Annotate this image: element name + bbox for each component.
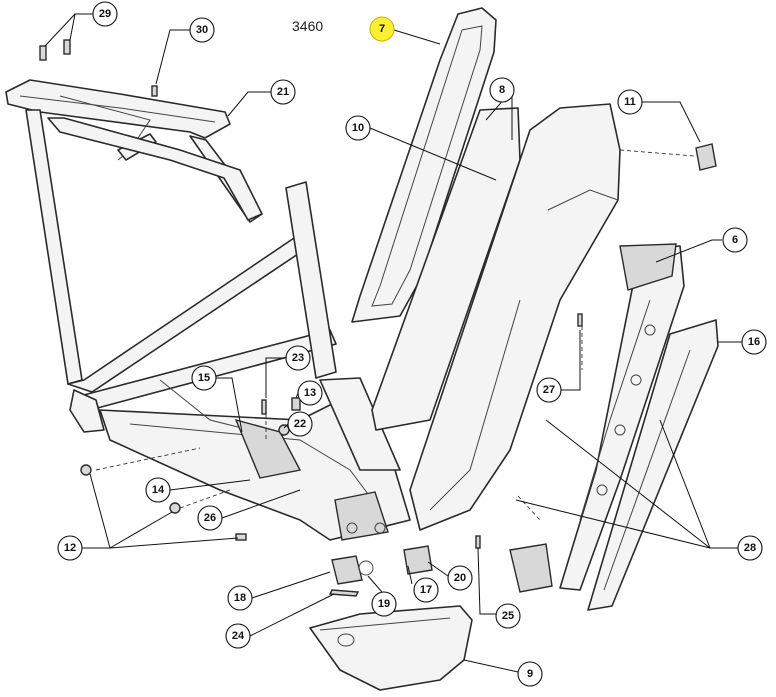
callout-20: 20 (447, 565, 473, 591)
svg-text:21: 21 (277, 86, 289, 98)
callout-7: 7 (369, 16, 395, 42)
callout-9: 9 (517, 661, 543, 687)
svg-text:26: 26 (204, 512, 216, 524)
svg-text:17: 17 (420, 584, 432, 596)
callout-16: 16 (741, 329, 767, 355)
callout-11: 11 (617, 89, 643, 115)
bike-frame (5, 79, 411, 541)
part-19-washer (358, 560, 374, 576)
svg-text:8: 8 (499, 84, 505, 96)
svg-text:10: 10 (352, 122, 364, 134)
svg-text:19: 19 (378, 598, 390, 610)
part-24-bolt (328, 589, 360, 597)
part-12-nut-a (80, 464, 92, 476)
part-13-clip (291, 397, 301, 411)
part-20-sensor (403, 545, 433, 575)
svg-text:13: 13 (304, 387, 316, 399)
callout-26: 26 (197, 505, 223, 531)
callout-17: 17 (413, 577, 439, 603)
drawing-number: 3460 (292, 18, 323, 34)
callout-8: 8 (489, 77, 515, 103)
svg-text:28: 28 (744, 542, 756, 554)
part-25-screw (475, 535, 481, 549)
svg-text:9: 9 (527, 668, 533, 680)
callout-19: 19 (371, 591, 397, 617)
callout-29: 29 (92, 1, 118, 27)
callout-13: 13 (297, 380, 323, 406)
callout-21: 21 (270, 79, 296, 105)
callout-24: 24 (225, 623, 251, 649)
svg-text:16: 16 (748, 336, 760, 348)
svg-text:12: 12 (64, 542, 76, 554)
svg-text:23: 23 (292, 352, 304, 364)
callout-28: 28 (737, 535, 763, 561)
part-11-connector (695, 143, 717, 171)
svg-text:27: 27 (543, 384, 555, 396)
svg-text:11: 11 (624, 96, 636, 108)
callout-22: 22 (287, 411, 313, 437)
part-12-nut-c (235, 533, 247, 541)
svg-text:22: 22 (294, 418, 306, 430)
part-27-screw (577, 313, 583, 327)
callouts: 29 30 7 21 8 10 11 6 (57, 1, 767, 687)
part-7-battery-cover (351, 7, 497, 323)
part-23-screw (261, 399, 267, 415)
svg-text:25: 25 (502, 610, 514, 622)
callout-27: 27 (536, 377, 562, 403)
callout-6: 6 (722, 227, 748, 253)
callout-23: 23 (285, 345, 311, 371)
part-16-side-rail (587, 319, 719, 611)
part-22-plug (278, 424, 290, 436)
down-tube-cover (371, 103, 621, 531)
svg-text:15: 15 (198, 372, 210, 384)
part-28-lower-mount (509, 543, 553, 593)
svg-text:30: 30 (196, 24, 208, 36)
part-12-nut-b (169, 502, 181, 514)
callout-10: 10 (345, 115, 371, 141)
part-18-bracket (331, 555, 363, 585)
svg-text:7: 7 (379, 23, 385, 35)
svg-text:6: 6 (732, 234, 738, 246)
callout-18: 18 (227, 585, 253, 611)
svg-text:18: 18 (234, 592, 246, 604)
callout-14: 14 (145, 477, 171, 503)
callout-12: 12 (57, 535, 83, 561)
svg-text:29: 29 (99, 8, 111, 20)
screws-29-30 (39, 39, 158, 97)
svg-text:20: 20 (454, 572, 466, 584)
callout-15: 15 (191, 365, 217, 391)
svg-text:24: 24 (232, 630, 245, 642)
svg-text:14: 14 (152, 484, 165, 496)
callout-25: 25 (495, 603, 521, 629)
leader-lines (44, 13, 742, 673)
part-9-skid-plate (309, 605, 473, 691)
callout-30: 30 (189, 17, 215, 43)
